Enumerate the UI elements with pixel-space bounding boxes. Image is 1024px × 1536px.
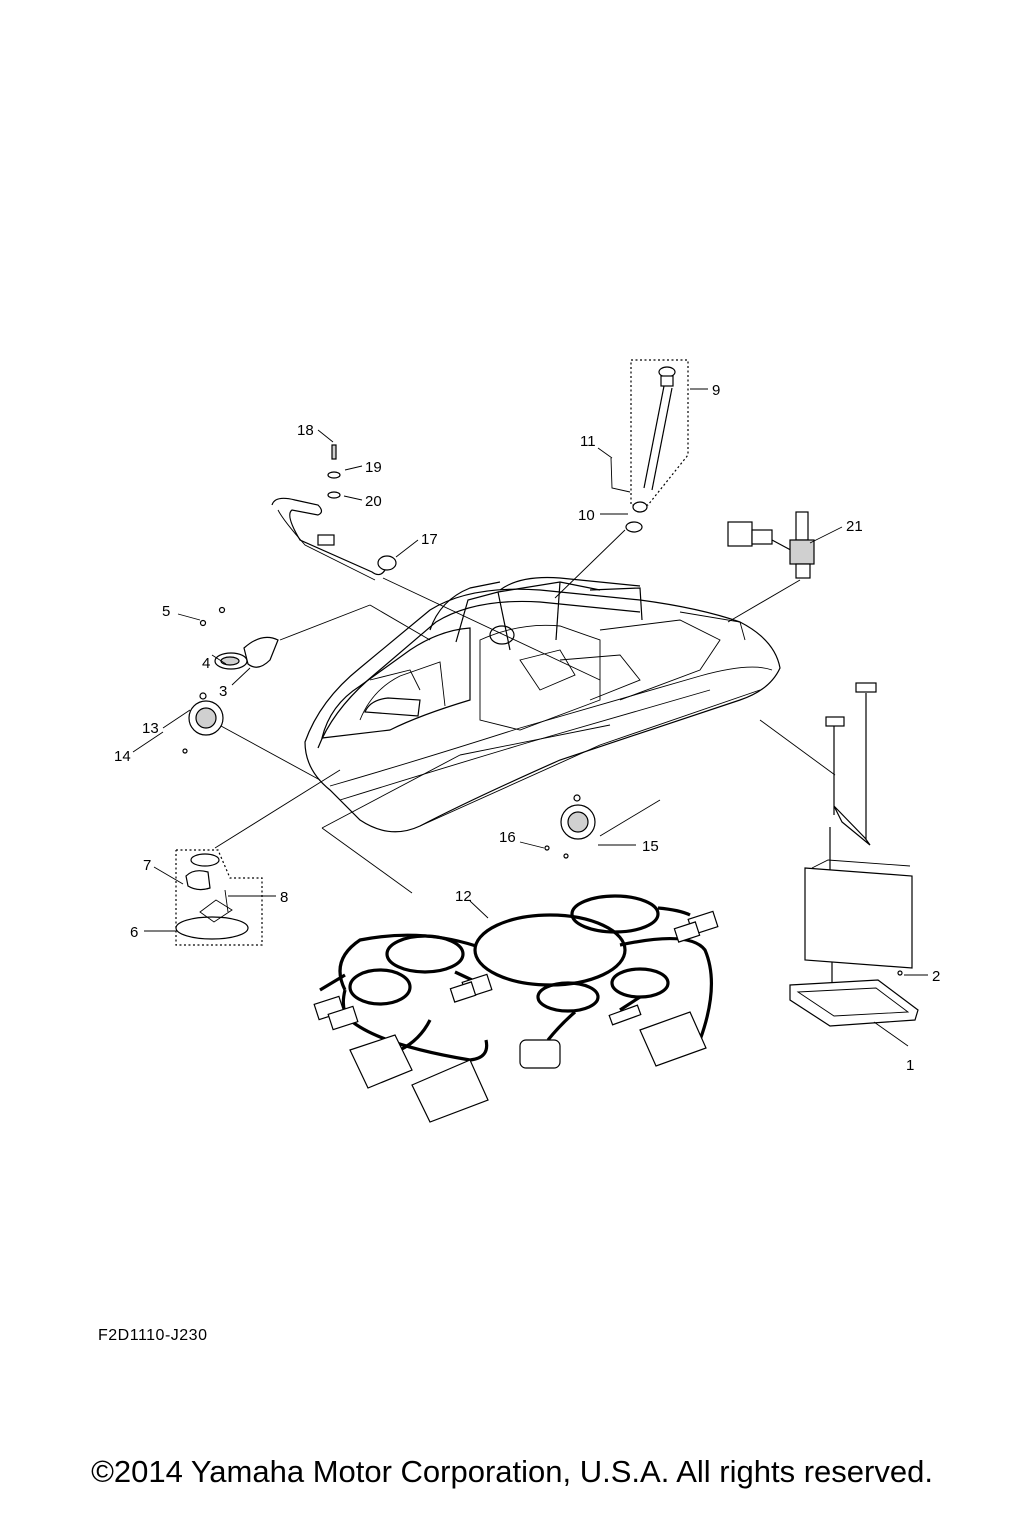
callout-7: 7 <box>143 857 151 874</box>
callout-18: 18 <box>297 422 314 439</box>
ground-cable-assembly <box>271 444 397 581</box>
callout-19: 19 <box>365 459 382 476</box>
callout-1: 1 <box>906 1057 914 1074</box>
boat-illustration <box>304 576 781 833</box>
sensor-assembly <box>727 511 815 579</box>
battery-assembly <box>789 682 919 1027</box>
leader-lines <box>209 529 836 894</box>
callout-11: 11 <box>580 433 596 450</box>
callout-8: 8 <box>280 889 288 906</box>
callout-12: 12 <box>455 888 472 905</box>
callout-13: 13 <box>142 720 159 737</box>
callout-labels: 1 2 3 4 5 6 7 8 9 10 11 12 13 14 15 16 1… <box>114 382 940 1074</box>
callout-15: 15 <box>642 838 659 855</box>
callout-2: 2 <box>932 968 940 985</box>
callout-14: 14 <box>114 748 131 765</box>
callout-4: 4 <box>202 655 210 672</box>
callout-3: 3 <box>219 683 227 700</box>
callout-9: 9 <box>712 382 720 399</box>
callout-16: 16 <box>499 829 516 846</box>
callout-leaders <box>132 388 928 1047</box>
light-assembly <box>175 849 263 946</box>
copyright-notice: ©2014 Yamaha Motor Corporation, U.S.A. A… <box>91 1454 933 1489</box>
wire-harness <box>313 894 719 1123</box>
callout-17: 17 <box>421 531 438 548</box>
fill-hose-assembly <box>610 359 689 533</box>
grille-assembly <box>199 606 279 670</box>
callout-6: 6 <box>130 924 138 941</box>
callout-10: 10 <box>578 507 595 524</box>
callout-5: 5 <box>162 603 170 620</box>
diagram-code: F2D1110-J230 <box>98 1327 208 1344</box>
callout-21: 21 <box>846 518 863 535</box>
callout-20: 20 <box>365 493 382 510</box>
speakers <box>182 692 596 859</box>
